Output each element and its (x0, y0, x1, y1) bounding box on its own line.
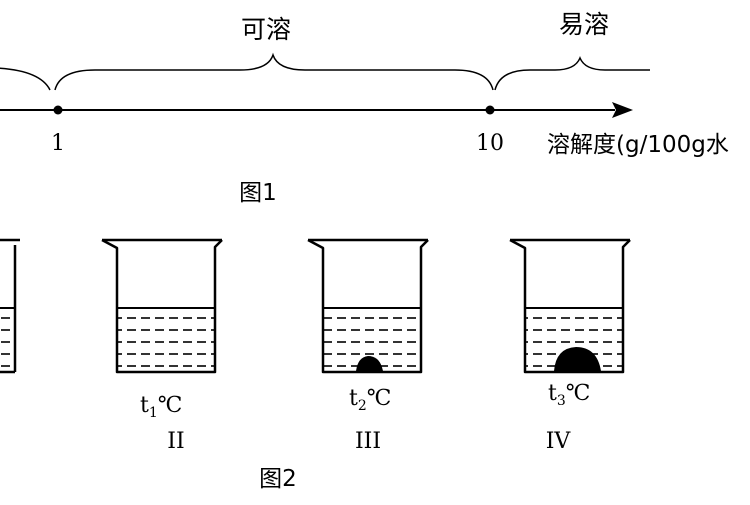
region-label-soluble: 可溶 (241, 15, 291, 44)
beaker-iii-temp: t2℃ (349, 386, 391, 414)
beaker-iv-temp: t3℃ (548, 381, 590, 409)
beaker-iv-roman: IV (546, 429, 572, 454)
beaker-iv (509, 238, 631, 374)
tick-label-1: 1 (51, 131, 65, 156)
beaker-ii-roman: II (167, 429, 184, 454)
beaker-iii-roman: III (355, 429, 381, 454)
tick-label-10: 10 (476, 131, 504, 156)
axis-arrowhead (612, 102, 633, 118)
figure-2-caption: 图2 (259, 466, 297, 492)
beaker-iii-solid (356, 356, 383, 371)
figure-1: 可溶 易溶 1 10 溶解度(g/100g水 图1 (0, 10, 729, 206)
brace-soluble (54, 52, 494, 91)
region-label-easily-soluble: 易溶 (559, 10, 609, 39)
beaker-i-partial (0, 238, 20, 374)
brace-partial-left (0, 67, 51, 91)
figure-1-caption: 图1 (239, 180, 277, 206)
beaker-iii (307, 238, 429, 374)
tick-point-10 (485, 105, 495, 115)
brace-easily-soluble (494, 56, 650, 91)
tick-point-1 (53, 105, 63, 115)
beaker-ii-temp: t1℃ (140, 393, 182, 421)
beaker-ii (101, 238, 223, 374)
axis-label: 溶解度(g/100g水 (547, 132, 729, 158)
figure-2: t1℃ II t2℃ III t3℃ IV 图2 (0, 238, 631, 492)
beaker-iv-solid (554, 347, 601, 371)
